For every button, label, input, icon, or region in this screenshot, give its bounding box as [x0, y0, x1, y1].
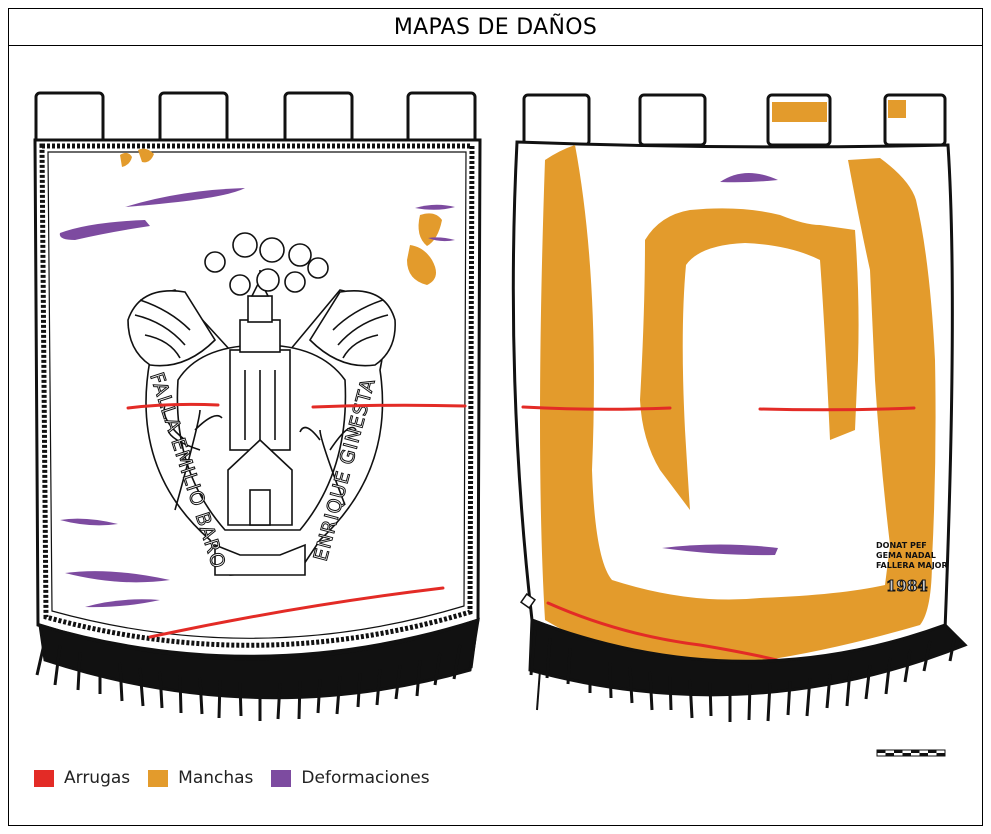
right-banner-loops — [522, 93, 947, 147]
legend-label-deformaciones: Deformaciones — [301, 768, 430, 788]
title-bar: MAPAS DE DAÑOS — [9, 9, 982, 46]
right-deformaciones — [662, 172, 778, 556]
right-banner-fringe — [528, 617, 968, 722]
donation-inscription: DONAT PEF GEMA NADAL FALLERA MAJOR 1984 — [876, 541, 948, 596]
left-manchas — [120, 148, 442, 285]
right-banner: DONAT PEF GEMA NADAL FALLERA MAJOR 1984 — [511, 93, 968, 722]
legend-swatch-arrugas — [34, 769, 54, 787]
page-title: MAPAS DE DAÑOS — [393, 14, 598, 40]
legend: Arrugas Manchas Deformaciones — [34, 768, 430, 788]
legend-swatch-manchas — [148, 769, 169, 787]
legend-item-manchas: Manchas — [148, 768, 253, 788]
legend-item-deformaciones: Deformaciones — [271, 768, 430, 788]
right-arrugas — [521, 405, 916, 667]
scale-bar — [876, 749, 946, 757]
donation-line-2: GEMA NADAL — [876, 551, 936, 560]
left-deformaciones — [59, 188, 455, 608]
legend-item-arrugas: Arrugas — [34, 768, 130, 788]
legend-label-arrugas: Arrugas — [64, 768, 131, 788]
left-banner-fringe — [35, 617, 480, 721]
legend-label-manchas: Manchas — [178, 768, 254, 788]
donation-line-1: DONAT PEF — [876, 541, 927, 550]
left-banner: FALLA EMILIO BARO ENRIQUE GINESTA — [33, 91, 482, 721]
legend-swatch-deformaciones — [271, 769, 292, 787]
left-banner-rope-border — [39, 143, 475, 648]
donation-year: 1984 — [886, 577, 928, 595]
left-arrugas — [126, 402, 467, 639]
donation-line-3: FALLERA MAJOR — [876, 561, 948, 570]
corner-tag — [519, 592, 537, 610]
left-banner-loops — [34, 91, 477, 145]
right-loop-manchas — [772, 100, 906, 122]
falla-emblem — [127, 232, 396, 576]
